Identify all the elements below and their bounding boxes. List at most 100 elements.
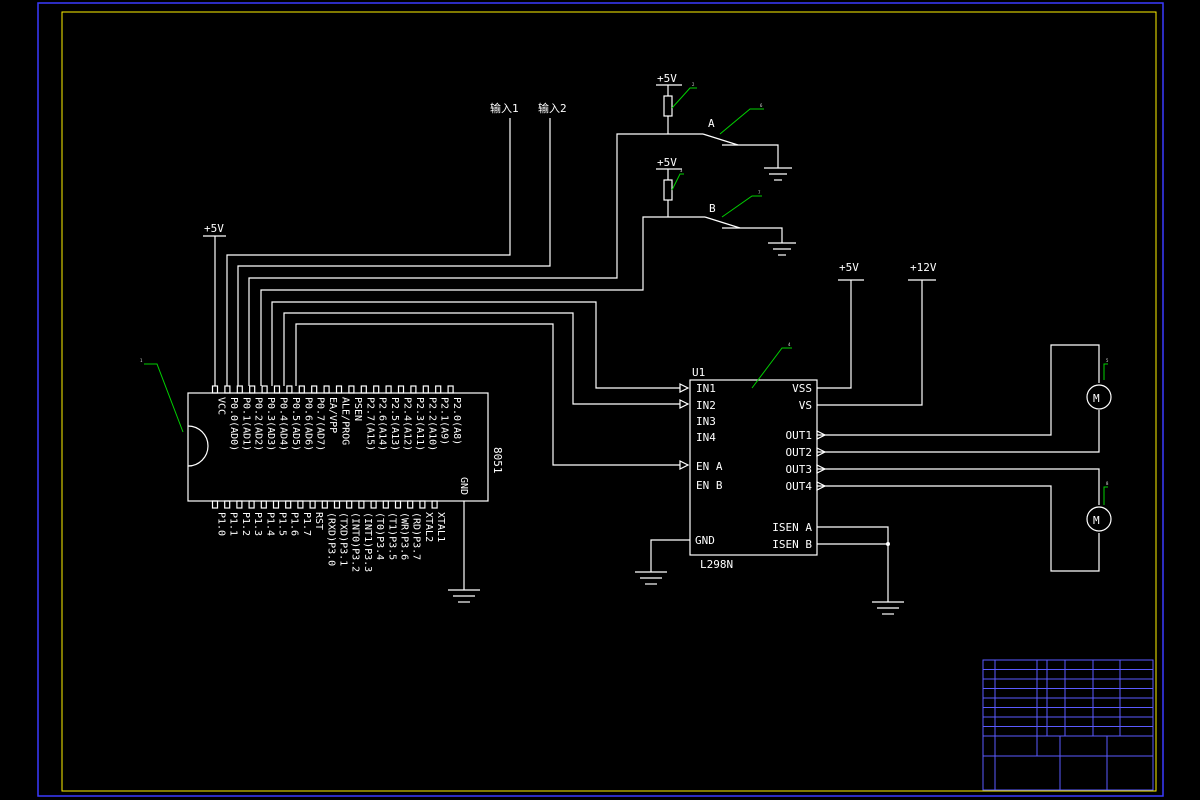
input-2-net: 输入2 <box>237 101 567 386</box>
mcu-top-pin-label: P0.2(AD2) <box>253 397 264 451</box>
mcu-ground-symbol <box>448 589 480 603</box>
mcu-top-pin-psen <box>348 385 355 394</box>
mcu-top-pin-p2-7-a15 <box>360 385 367 394</box>
callout-2: 2 <box>692 82 695 87</box>
mcu-bottom-pin-p1-0 <box>211 500 219 509</box>
mcu-bottom-pin-p1-5 <box>272 500 280 509</box>
mcu-bottom-pin-label: P1.4 <box>264 512 275 536</box>
mcu-top-pin-label: P2.5(A13) <box>389 397 400 451</box>
switch-a-label: A <box>708 117 715 130</box>
mcu-top-pin-p0-7-ad7 <box>311 385 318 394</box>
outer-frame <box>37 2 1164 797</box>
mcu-bottom-pin-rxd-p3-0 <box>321 500 328 509</box>
mcu-top-pin-p2-1-a9 <box>435 385 442 394</box>
mcu-top-pin-label: P2.6(A14) <box>377 397 388 451</box>
mcu-top-pin-ea-vpp <box>323 385 330 394</box>
mcu-top-pin-p0-1-ad1 <box>236 385 243 394</box>
mcu-bottom-pin-rst <box>309 500 316 509</box>
pullup-a-label: +5V <box>657 72 677 85</box>
driver-pin-isen-a: ISEN A <box>772 521 812 534</box>
driver-vss-supply: +5V <box>817 261 864 389</box>
mcu-top-pin-p2-2-a10 <box>422 385 429 394</box>
mcu-top-pin-label: EA/VPP <box>327 397 338 433</box>
driver-gnd-label: GND <box>695 534 715 547</box>
mcu-top-pin-label: P0.4(AD4) <box>278 397 289 451</box>
mcu-bottom-pin-p1-3 <box>248 500 255 509</box>
motor-2-symbol <box>1086 506 1112 532</box>
mcu-top-pin-p2-3-a11 <box>410 385 417 394</box>
mcu-top-pin-label: P0.7(AD7) <box>315 397 326 451</box>
switch-a-net: +5V A <box>248 72 792 386</box>
mcu-top-pin-p2-0-a8 <box>447 385 454 394</box>
mcu-top-pin-label: VCC <box>216 397 227 415</box>
mcu-bottom-pin-p1-2 <box>236 500 243 509</box>
callout-leaders: 1 2 3 4 5 6 7 8 <box>140 82 1109 505</box>
mcu-bottom-pin-label: P1.3 <box>252 512 263 536</box>
callout-8: 8 <box>1106 481 1109 486</box>
mcu-top-pin-label: P0.6(AD6) <box>302 397 313 451</box>
mcu-bottom-pin-label: (INT1)P3.3 <box>362 512 373 572</box>
mcu-bottom-pin-label: (T1)P3.5 <box>386 512 397 560</box>
driver-ground-symbol <box>635 571 667 585</box>
driver-pin-en-b: EN B <box>696 479 723 492</box>
mcu-top-pin-label: P2.2(A10) <box>426 397 437 451</box>
mcu-bottom-pin-label: P1.2 <box>240 512 251 536</box>
driver-vs-label: +12V <box>910 261 937 274</box>
motor-1-label: M <box>1093 392 1100 405</box>
mcu-bottom-pin-label: (RD)P3.7 <box>411 512 422 560</box>
inner-frame <box>61 11 1157 792</box>
driver-pin-out1: OUT1 <box>786 429 813 442</box>
mcu-bottom-pin-label: (WR)P3.6 <box>399 512 410 560</box>
mcu-bottom-pin-label: (T0)P3.4 <box>374 512 385 560</box>
mcu-top-pin-label: P2.3(A11) <box>414 397 425 451</box>
motor-1-symbol <box>1086 384 1112 410</box>
driver-pin-vss: VSS <box>792 382 812 395</box>
driver-vs-supply: +12V <box>817 261 937 406</box>
mcu-top-pin-label: P0.5(AD5) <box>290 397 301 451</box>
mcu-top-pin-p0-3-ad3 <box>261 385 268 394</box>
mcu-top-pin-label: P0.3(AD3) <box>265 397 276 451</box>
mcu-top-pin-p0-5-ad5 <box>286 385 293 394</box>
input-1-net: 输入1 <box>226 101 519 386</box>
driver-vss-label: +5V <box>839 261 859 274</box>
isen-junction <box>886 542 890 546</box>
mcu-to-driver-wires <box>271 301 690 470</box>
mcu-gnd-label: GND <box>458 477 469 495</box>
mcu-bottom-pin-label: (TXD)P3.1 <box>338 512 349 566</box>
callout-7: 7 <box>758 190 761 195</box>
driver-pin-out3: OUT3 <box>786 463 813 476</box>
mcu-bottom-pin-label: P1.0 <box>216 512 227 536</box>
mcu-part-name: 8051 <box>491 447 504 474</box>
switch-b-net: +5V B <box>260 156 796 386</box>
mcu-top-pin-p0-0-ad0 <box>224 385 231 394</box>
callout-4: 4 <box>788 342 791 347</box>
switch-b-blade <box>704 216 741 229</box>
mcu-top-pin-vcc <box>211 385 219 394</box>
mcu-vcc-supply: +5V <box>203 222 226 386</box>
input-1-label: 输入1 <box>490 101 519 115</box>
motor-1: M <box>1086 384 1112 410</box>
driver-part: L298N <box>700 558 733 571</box>
driver-pin-out4: OUT4 <box>786 480 813 493</box>
mcu-bottom-pin-label: XTAL1 <box>435 512 446 542</box>
pullup-b-label: +5V <box>657 156 677 169</box>
mcu-top-pin-p2-5-a13 <box>385 385 392 394</box>
driver-pin-in3: IN3 <box>696 415 716 428</box>
mcu-top-pin-label: ALE/PROG <box>340 397 351 445</box>
driver-pin-vs: VS <box>799 399 812 412</box>
callout-5: 5 <box>1106 358 1109 363</box>
driver-pin-isen-b: ISEN B <box>772 538 812 551</box>
mcu-top-pin-p0-2-ad2 <box>249 385 256 394</box>
resistor-b <box>663 179 673 201</box>
resistor-a <box>663 95 673 117</box>
mcu-bottom-pin-p1-6 <box>285 500 292 509</box>
mcu-top-pin-label: PSEN <box>352 397 363 421</box>
mcu-bottom-pin-txd-p3-1 <box>333 500 341 509</box>
callout-6: 6 <box>760 103 763 108</box>
mcu-top-pin-label: P0.0(AD0) <box>228 397 239 451</box>
mcu-bottom-pin-label: (INT0)P3.2 <box>350 512 361 572</box>
